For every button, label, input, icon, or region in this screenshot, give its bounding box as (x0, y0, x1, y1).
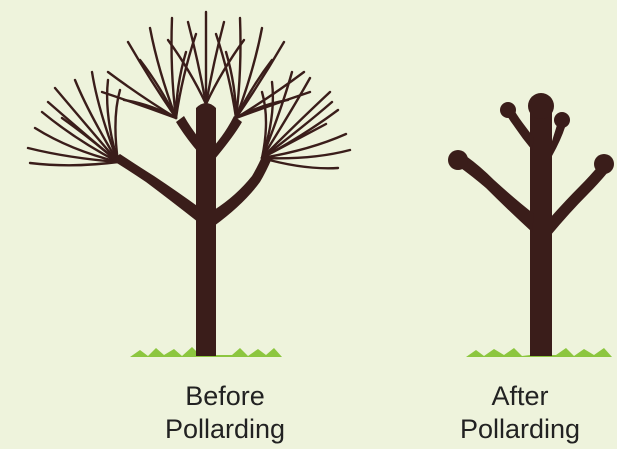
caption-after-line1: After (420, 380, 617, 413)
tree-after-pollarding (448, 93, 614, 357)
caption-before-line2: Pollarding (110, 413, 340, 446)
tree-before-pollarding (28, 12, 350, 357)
caption-before-pollarding: Before Pollarding (110, 380, 340, 446)
twigs-before (28, 12, 350, 168)
caption-after-pollarding: After Pollarding (420, 380, 617, 446)
trunk-after (448, 93, 614, 356)
trunk-before (112, 103, 272, 356)
caption-after-line2: Pollarding (420, 413, 617, 446)
caption-before-line1: Before (110, 380, 340, 413)
